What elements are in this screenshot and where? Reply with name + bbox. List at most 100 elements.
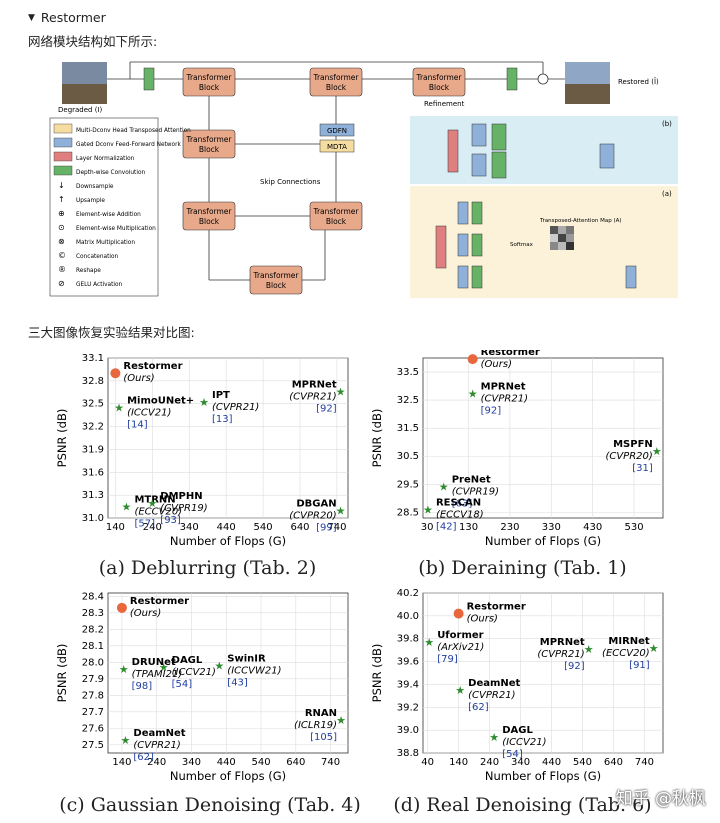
point-venue: (CVPR21): [133, 740, 180, 751]
architecture-caption: 网络模块结构如下所示:: [28, 34, 158, 49]
tb-d3-block: Block: [326, 217, 347, 226]
refinement-label: Refinement: [424, 100, 465, 108]
data-point-star: ★: [119, 663, 129, 676]
point-name: DRUNet: [132, 657, 176, 668]
y-axis-label: PSNR (dB): [370, 409, 384, 468]
y-tick-label: 31.6: [82, 467, 104, 478]
panel-a-label: (a): [662, 190, 672, 198]
point-name: MSPFN: [613, 439, 653, 450]
y-tick-label: 31.5: [397, 423, 419, 434]
section-title: Restormer: [40, 10, 106, 25]
y-tick-label: 28.3: [82, 608, 104, 619]
point-name: IPT: [212, 390, 230, 401]
x-tick-label: 240: [480, 757, 499, 768]
tb-l3-title: Transformer: [185, 207, 232, 216]
data-point-star: ★: [423, 504, 433, 517]
point-name: MIRNet: [608, 636, 650, 647]
x-tick-label: 440: [542, 757, 561, 768]
legend-item: Element-wise Multiplication: [76, 226, 156, 232]
point-ref: [31]: [632, 463, 653, 474]
data-point-ours: [116, 602, 127, 613]
y-tick-label: 30.5: [397, 451, 419, 462]
data-point-ours: [453, 608, 464, 619]
legend-item: Reshape: [76, 268, 101, 274]
y-tick-label: 31.3: [82, 490, 104, 501]
results-caption: 三大图像恢复实验结果对比图:: [28, 325, 195, 340]
data-point-star: ★: [159, 661, 169, 674]
tb-l4-block: Block: [266, 281, 287, 290]
point-venue: (Ours): [481, 359, 512, 370]
point-venue: (ICCV21): [172, 667, 216, 678]
point-ref: [91]: [629, 660, 650, 671]
collapse-toggle-icon[interactable]: ▼: [28, 12, 35, 23]
point-ref: [57]: [134, 519, 155, 530]
x-tick-label: 330: [542, 522, 561, 533]
data-point-star: ★: [424, 636, 434, 649]
point-name: MPRNet: [540, 637, 585, 648]
data-point-star: ★: [489, 731, 499, 744]
y-tick-label: 29.5: [397, 479, 419, 490]
caption-real: (d) Real Denoising (Tab. 6): [393, 794, 652, 816]
watermark: 知乎 @秋枫: [615, 789, 706, 809]
point-ref: [105]: [310, 732, 337, 743]
y-tick-label: 28.1: [82, 641, 104, 652]
point-venue: (CVPR21): [468, 690, 515, 701]
point-ref: [98]: [132, 681, 153, 692]
data-point-star: ★: [439, 480, 449, 493]
legend-symbol-icon: ⊘: [58, 279, 65, 288]
x-tick-label: 140: [112, 757, 131, 768]
y-tick-label: 27.6: [82, 723, 104, 734]
y-tick-label: 33.5: [397, 367, 419, 378]
mdta-text: MDTA: [327, 143, 347, 151]
x-tick-label: 640: [286, 757, 305, 768]
tb-l2-title: Transformer: [185, 135, 232, 144]
skip-label: Skip Connections: [260, 178, 321, 186]
caption-deraining: (b) Deraining (Tab. 1): [418, 557, 627, 579]
y-tick-label: 38.8: [397, 748, 419, 759]
data-point-star: ★: [652, 445, 662, 458]
x-tick-label: 30: [421, 522, 434, 533]
section-header[interactable]: ▼ Restormer: [28, 10, 106, 25]
point-name: RNAN: [305, 708, 337, 719]
y-tick-label: 39.6: [397, 657, 419, 668]
y-tick-label: 28.5: [397, 507, 419, 518]
point-name: Uformer: [437, 630, 483, 641]
x-axis-label: Number of Flops (G): [485, 769, 601, 783]
y-tick-label: 28.2: [82, 624, 104, 635]
x-tick-label: 140: [449, 757, 468, 768]
point-ref: [13]: [212, 414, 233, 425]
x-tick-label: 340: [511, 757, 530, 768]
point-venue: (CVPR21): [289, 392, 336, 403]
y-tick-label: 33.1: [82, 353, 104, 364]
x-tick-label: 430: [583, 522, 602, 533]
data-point-star: ★: [114, 402, 124, 415]
conv-out: [506, 67, 518, 91]
x-axis-label: Number of Flops (G): [485, 534, 601, 548]
point-name: Restormer: [130, 596, 189, 607]
point-name: DeamNet: [133, 728, 185, 739]
y-tick-label: 39.4: [397, 679, 419, 690]
point-ref: [92]: [316, 404, 337, 415]
restored-label: Restored (Î): [618, 77, 659, 86]
data-point-star: ★: [336, 386, 346, 399]
point-venue: (CVPR21): [212, 402, 259, 413]
x-tick-label: 440: [217, 757, 236, 768]
data-point-star: ★: [649, 642, 659, 655]
legend-item: Multi-Dconv Head Transposed Attention: [76, 128, 191, 134]
tb-r-title: Transformer: [415, 73, 462, 82]
legend-symbol-icon: ⊙: [58, 223, 65, 232]
y-tick-label: 31.9: [82, 444, 104, 455]
legend-item: Downsample: [76, 184, 114, 190]
point-name: DeamNet: [468, 678, 520, 689]
x-tick-label: 540: [573, 757, 592, 768]
x-tick-label: 440: [217, 522, 236, 533]
panel-a: [410, 186, 678, 298]
legend-swatch: [53, 165, 73, 176]
plot-frame: [107, 592, 349, 754]
legend-item: Gated Dconv Feed-Forward Network: [76, 142, 181, 148]
point-venue: (CVPR19): [452, 486, 499, 497]
point-name: DAGL: [502, 725, 533, 736]
